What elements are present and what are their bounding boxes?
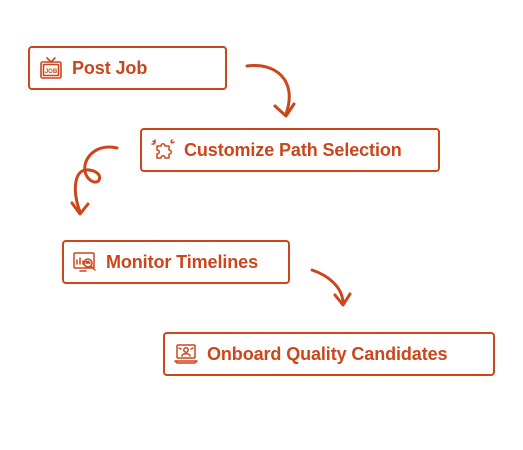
step-label: Post Job [72, 57, 148, 78]
puzzle-piece-icon [150, 137, 176, 163]
step-label: Monitor Timelines [106, 251, 258, 272]
step-customize-path-selection: Customize Path Selection [140, 128, 440, 172]
step-label: Onboard Quality Candidates [207, 343, 448, 364]
arrow-2-head [70, 201, 90, 216]
laptop-candidate-icon [173, 341, 199, 367]
arrow-3-head [333, 292, 352, 307]
svg-text:JOB: JOB [45, 69, 58, 75]
job-sign-icon: JOB [38, 55, 64, 81]
step-post-job: JOB Post Job [28, 46, 227, 90]
step-onboard-quality-candidates: Onboard Quality Candidates [163, 332, 495, 376]
arrow-3 [310, 268, 345, 304]
monitor-analytics-icon [72, 249, 98, 275]
step-label: Customize Path Selection [184, 139, 402, 160]
arrow-1 [245, 63, 291, 116]
arrow-2 [73, 145, 119, 214]
arrow-1-head [273, 102, 296, 118]
step-monitor-timelines: Monitor Timelines [62, 240, 290, 284]
